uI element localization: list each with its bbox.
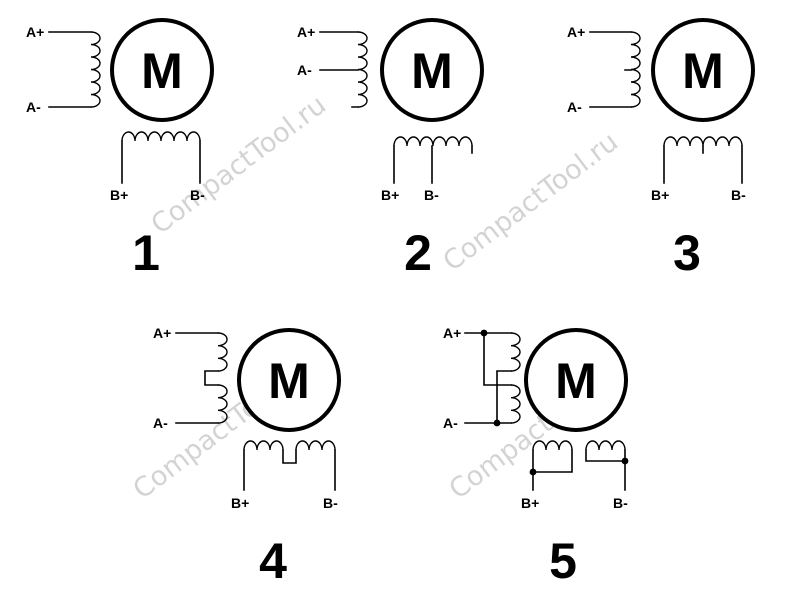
motor-label: M (268, 353, 310, 409)
motor-label: M (555, 353, 597, 409)
pin-label-a-minus: A- (567, 99, 582, 115)
pin-label-b-plus: B+ (231, 495, 249, 511)
pin-label-a-minus: A- (26, 99, 41, 115)
motor-circle (237, 328, 341, 432)
wiring-variant-4: M A+ A- B+ B- 4 (153, 325, 341, 589)
a-coil (90, 31, 101, 108)
b-coil (393, 136, 473, 147)
motor-label: M (682, 43, 724, 99)
b-winding-wires (663, 145, 743, 184)
watermark: CompactTool.ru (438, 126, 624, 277)
b-coil-right (295, 440, 336, 451)
b-coil-right (585, 440, 626, 451)
a-winding-wires (589, 31, 632, 108)
variant-number: 1 (132, 225, 160, 281)
a-coil-lower (510, 384, 521, 424)
pin-label-a-minus: A- (297, 62, 312, 78)
pin-label-b-minus: B- (323, 495, 338, 511)
a-coil-upper (510, 332, 521, 372)
pin-label-a-minus: A- (153, 415, 168, 431)
pin-label-a-plus: A+ (567, 24, 585, 40)
pin-label-b-minus: B- (731, 187, 746, 203)
variant-number: 2 (404, 225, 432, 281)
variant-number: 3 (673, 225, 701, 281)
pin-label-a-plus: A+ (297, 24, 315, 40)
motor-circle (524, 328, 628, 432)
junction-dot (529, 468, 537, 476)
motor-circle (380, 18, 484, 122)
a-winding-wires (464, 332, 512, 424)
pin-label-a-plus: A+ (443, 325, 461, 341)
wiring-variant-5: M A+ A- B+ B- 5 (443, 325, 629, 589)
a-winding-wires (48, 31, 92, 108)
pin-label-b-plus: B+ (110, 187, 128, 203)
a-winding-wires (319, 31, 359, 108)
a-coil-lower (217, 384, 228, 424)
pin-label-a-plus: A+ (26, 24, 44, 40)
motor-circle (110, 18, 214, 122)
variant-number: 5 (549, 533, 577, 589)
pin-label-a-minus: A- (443, 415, 458, 431)
pin-label-a-plus: A+ (153, 325, 171, 341)
b-coil-left (532, 440, 573, 451)
pin-label-b-minus: B- (190, 187, 205, 203)
motor-circle (651, 18, 755, 122)
pin-label-b-plus: B+ (651, 187, 669, 203)
a-coil (630, 31, 641, 108)
motor-label: M (411, 43, 453, 99)
pin-label-b-plus: B+ (521, 495, 539, 511)
b-coil-left (243, 440, 284, 451)
a-coil-upper (217, 332, 228, 372)
b-winding-wires (393, 145, 473, 184)
pin-label-b-minus: B- (424, 187, 439, 203)
b-winding-wires (121, 140, 201, 184)
variant-number: 4 (259, 533, 287, 589)
a-winding-wires (175, 332, 219, 424)
junction-dot (480, 329, 488, 337)
wiring-variant-3: M A+ A- B+ B- 3 (567, 18, 755, 281)
wiring-variant-2: M A+ A- B+ B- 2 (297, 18, 484, 281)
junction-dot (621, 457, 629, 465)
pin-label-b-minus: B- (613, 495, 628, 511)
b-coil (663, 136, 743, 147)
watermark-layer: CompactTool.ru CompactTool.ru CompactToo… (128, 89, 630, 505)
b-winding-wires (243, 449, 336, 491)
b-winding-wires (532, 449, 626, 491)
pin-label-b-plus: B+ (381, 187, 399, 203)
wiring-variant-1: M A+ A- B+ B- 1 (26, 18, 214, 281)
junction-dot (493, 419, 501, 427)
a-coil (357, 31, 368, 108)
motor-label: M (141, 43, 183, 99)
b-coil (121, 131, 201, 142)
